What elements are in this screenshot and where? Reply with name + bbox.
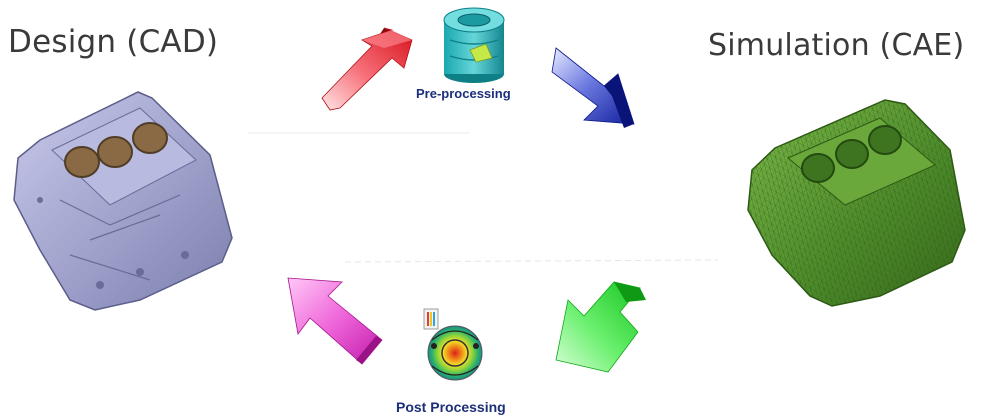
blue-arrow bbox=[552, 48, 634, 128]
green-arrow bbox=[556, 282, 646, 372]
pre-processing-label: Pre-processing bbox=[416, 86, 511, 101]
design-cad-title: Design (CAD) bbox=[8, 24, 218, 60]
cad-engine-block-image bbox=[14, 92, 232, 310]
magenta-arrow bbox=[288, 278, 382, 364]
stress-contour-result-icon bbox=[428, 326, 482, 380]
red-arrow bbox=[322, 28, 412, 110]
simulation-cae-title: Simulation (CAE) bbox=[708, 28, 964, 63]
color-legend-icon bbox=[424, 309, 438, 329]
post-processing-label: Post Processing bbox=[396, 399, 506, 415]
cylinder-mesh-preview-icon bbox=[444, 8, 504, 83]
connector-lines bbox=[248, 133, 718, 262]
cae-mesh-engine-block-image bbox=[748, 100, 965, 306]
